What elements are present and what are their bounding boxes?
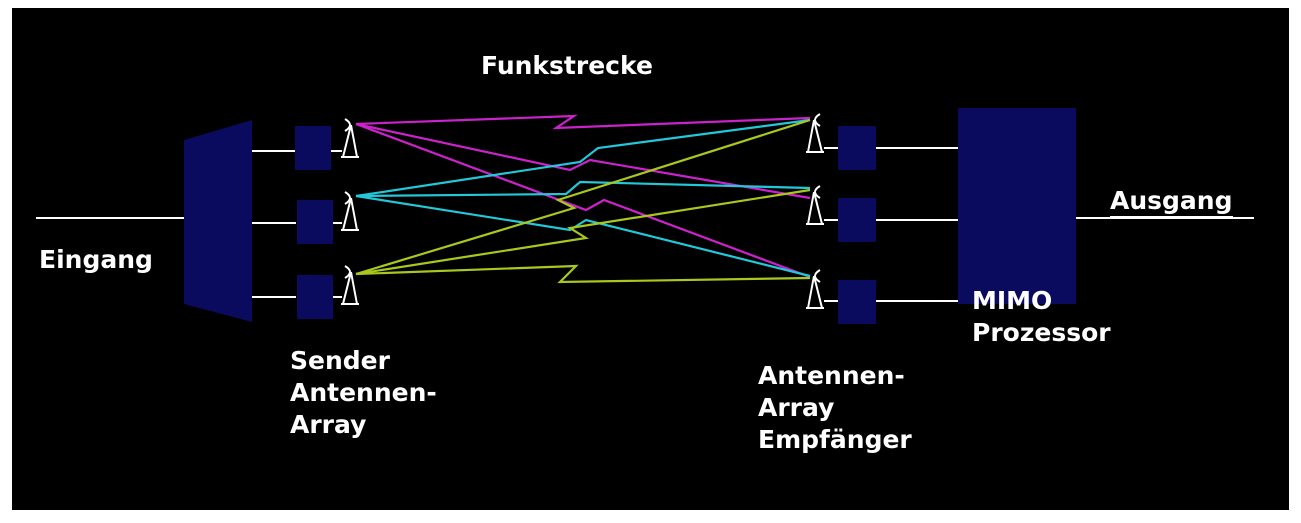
link-tx1-rx3 <box>355 122 811 279</box>
antenna-icon <box>341 191 359 231</box>
tx-array-label-line-1: Sender <box>290 346 390 375</box>
link-tx1-rx1 <box>355 114 811 130</box>
tx-array-label: Sender Antennen- Array <box>290 345 437 441</box>
tx-block-2 <box>297 200 333 244</box>
mimo-processor-block <box>958 108 1076 304</box>
rx-block-3 <box>838 280 876 324</box>
link-tx2-rx1 <box>355 118 811 198</box>
rx-array-label-line-3: Empfänger <box>758 425 912 454</box>
lightning-link-icon <box>355 114 811 284</box>
rx-block-2 <box>838 198 876 242</box>
antenna-icon <box>341 118 359 158</box>
tx-array-label-line-3: Array <box>290 410 367 439</box>
link-tx3-rx2 <box>355 188 811 276</box>
rx-array-label-line-1: Antennen- <box>758 361 905 390</box>
rx-array-label: Antennen- Array Empfänger <box>758 360 912 456</box>
processor-label: MIMO Prozessor <box>972 285 1111 349</box>
input-label: Eingang <box>39 245 153 274</box>
tx-block-3 <box>297 275 333 319</box>
rx-array-label-line-2: Array <box>758 393 835 422</box>
link-label: Funkstrecke <box>481 51 653 80</box>
antenna-icon <box>806 269 824 309</box>
antenna-icon <box>806 113 824 153</box>
tx-block-1 <box>295 126 331 170</box>
link-tx3-rx3 <box>355 264 811 284</box>
tx-array-label-line-2: Antennen- <box>290 378 437 407</box>
link-tx3-rx1 <box>355 118 811 276</box>
link-tx2-rx2 <box>355 180 811 198</box>
processor-label-line-2: Prozessor <box>972 318 1111 347</box>
link-tx1-rx2 <box>355 122 811 200</box>
rx-block-1 <box>838 126 876 170</box>
link-tx2-rx3 <box>355 194 811 278</box>
antenna-icon <box>806 185 824 225</box>
output-label: Ausgang <box>1110 186 1233 219</box>
processor-label-line-1: MIMO <box>972 286 1053 315</box>
input-splitter-block <box>184 120 252 322</box>
antenna-icon <box>341 265 359 305</box>
